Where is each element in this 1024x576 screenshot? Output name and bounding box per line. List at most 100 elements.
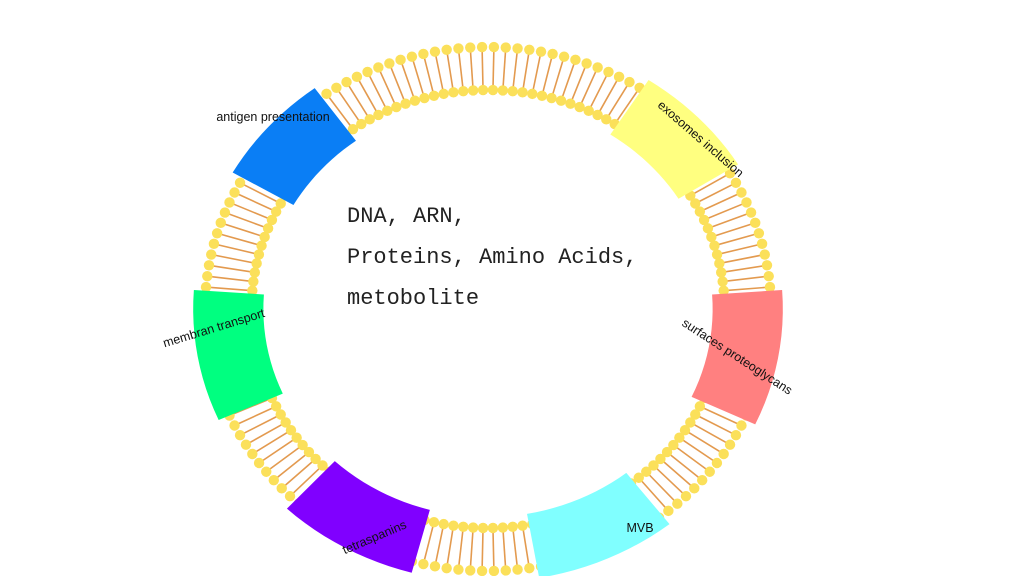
lipid (685, 417, 736, 450)
lipid-head (211, 228, 223, 239)
lipid (341, 76, 375, 125)
lipid-tail (719, 253, 765, 265)
lipid-head (685, 417, 696, 428)
lipid-head (546, 92, 557, 104)
lipid-head (741, 197, 752, 208)
lipid-tail (216, 232, 262, 247)
lipid-head (535, 46, 547, 57)
lipid-head (527, 88, 538, 100)
lipid-head (476, 41, 488, 53)
lipid-tail (345, 81, 371, 120)
lipid-head (661, 446, 673, 458)
lipid-tail (511, 526, 519, 570)
lipid (565, 58, 592, 109)
lipid-head (251, 258, 262, 269)
lipid-tail (721, 264, 768, 274)
lipid-head (497, 522, 509, 533)
lipid (668, 439, 715, 477)
lipid-head (364, 114, 375, 125)
lipid-head (736, 420, 747, 431)
lipid (206, 249, 262, 269)
lipid (406, 51, 430, 104)
lipid-head (373, 62, 384, 73)
lipid (211, 228, 267, 251)
lipid-tail (511, 48, 519, 92)
lipid-tail (678, 437, 718, 464)
lipid (718, 281, 776, 296)
lipid-tail (234, 405, 277, 427)
lipid-head (253, 249, 265, 260)
lipid-head (668, 439, 679, 451)
lipid (441, 520, 459, 574)
lipid (476, 522, 489, 576)
lipid-head (730, 430, 742, 441)
lipid (583, 66, 614, 117)
lipid-tail (569, 63, 588, 105)
lipid-head (229, 420, 240, 431)
lipid-head (756, 238, 768, 250)
lipid-head (574, 101, 585, 113)
lipid-head (696, 474, 708, 486)
lipid-head (395, 54, 406, 66)
lipid (592, 71, 625, 121)
lipid (229, 401, 282, 431)
lipid (202, 270, 259, 287)
lipid-head (448, 520, 459, 531)
lipid-head (224, 197, 235, 208)
lipid-head (690, 198, 701, 209)
lipid-tail (492, 527, 495, 571)
lipid-tail (587, 71, 610, 112)
lipid-head (524, 562, 535, 574)
lipid-tail (273, 451, 310, 481)
lipid-head (663, 505, 674, 517)
lipid-head (418, 558, 429, 570)
lipid-head (429, 561, 441, 572)
lipid-head (477, 84, 489, 96)
lipid (284, 460, 328, 502)
lipid (418, 48, 440, 101)
lipid-tail (258, 437, 298, 464)
lipid-head (633, 472, 644, 483)
lipid-tail (699, 191, 742, 213)
lipid (234, 177, 286, 209)
lipid-tail (457, 526, 465, 570)
lipid-head (592, 62, 603, 73)
lipid-head (694, 206, 706, 217)
lipid (706, 217, 761, 243)
lipid-tail (578, 67, 599, 108)
lipid-head (524, 44, 535, 56)
lipid (362, 66, 393, 117)
lipid-head (674, 432, 685, 443)
lipid-head (438, 518, 449, 530)
lipid-head (745, 207, 757, 218)
lipid (441, 44, 459, 98)
lipid-head (680, 490, 692, 502)
lipid-tail (684, 429, 725, 455)
label-antigen-presentation: antigen presentation (216, 110, 329, 124)
lipid (351, 71, 384, 121)
lipid-tail (356, 76, 380, 116)
lipid (497, 522, 511, 576)
lipid-head (259, 231, 270, 243)
center-text-line-1: DNA, ARN, (347, 204, 466, 229)
lipid-head (716, 267, 727, 278)
lipid-tail (239, 413, 282, 436)
lipid-head (477, 522, 489, 534)
lipid-tail (399, 59, 416, 101)
lipid (633, 472, 674, 517)
lipid (384, 58, 411, 109)
lipid-tail (541, 53, 554, 96)
lipid (487, 41, 500, 96)
lipid-head (711, 457, 723, 469)
lipid-head (601, 114, 612, 125)
lipid-head (249, 267, 260, 278)
lipid (200, 281, 258, 296)
lipid-head (206, 249, 217, 260)
lipid (679, 424, 729, 460)
lipid-tail (723, 286, 771, 292)
lipid-head (613, 71, 625, 83)
lipid (476, 41, 489, 96)
lipid-head (724, 439, 736, 450)
lipid-tail (694, 413, 737, 436)
